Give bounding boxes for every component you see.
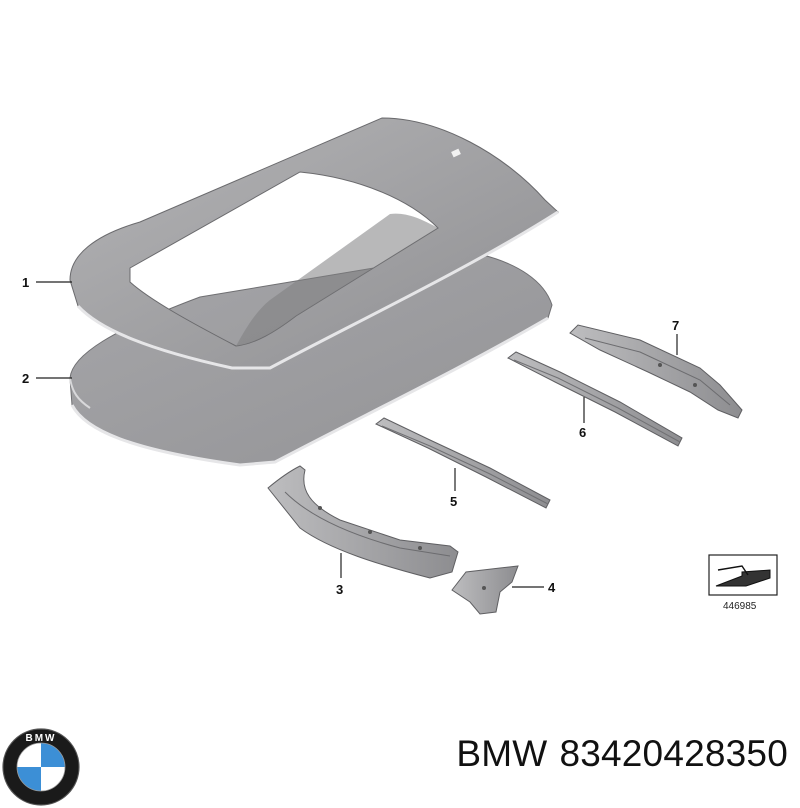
roof-frame-part-1: [69, 117, 559, 370]
callout-6: 6: [579, 425, 586, 440]
bmw-logo-icon: BMW: [2, 728, 80, 806]
callout-1: 1: [22, 275, 29, 290]
reference-number: 446985: [723, 601, 757, 612]
callout-3: 3: [336, 582, 343, 597]
bracket-part-4: [451, 565, 519, 615]
brand-name: BMW: [456, 733, 548, 774]
svg-text:BMW: BMW: [26, 733, 57, 744]
callout-2: 2: [22, 371, 29, 386]
leader-lines: [36, 281, 678, 588]
reference-box: 446985: [708, 554, 778, 612]
rear-cross-member-part-7: [569, 324, 743, 419]
part-number: 83420428350: [559, 733, 788, 774]
roof-skin-part-2: [69, 251, 553, 467]
roof-rail-part-5: [375, 417, 551, 509]
callout-5: 5: [450, 494, 457, 509]
part-label: BMW 83420428350: [456, 733, 788, 775]
callout-7: 7: [672, 318, 679, 333]
callout-4: 4: [548, 580, 556, 595]
front-cross-member-part-3: [267, 465, 459, 579]
arrow-icon: [715, 569, 771, 587]
roof-rail-part-6: [507, 351, 683, 447]
